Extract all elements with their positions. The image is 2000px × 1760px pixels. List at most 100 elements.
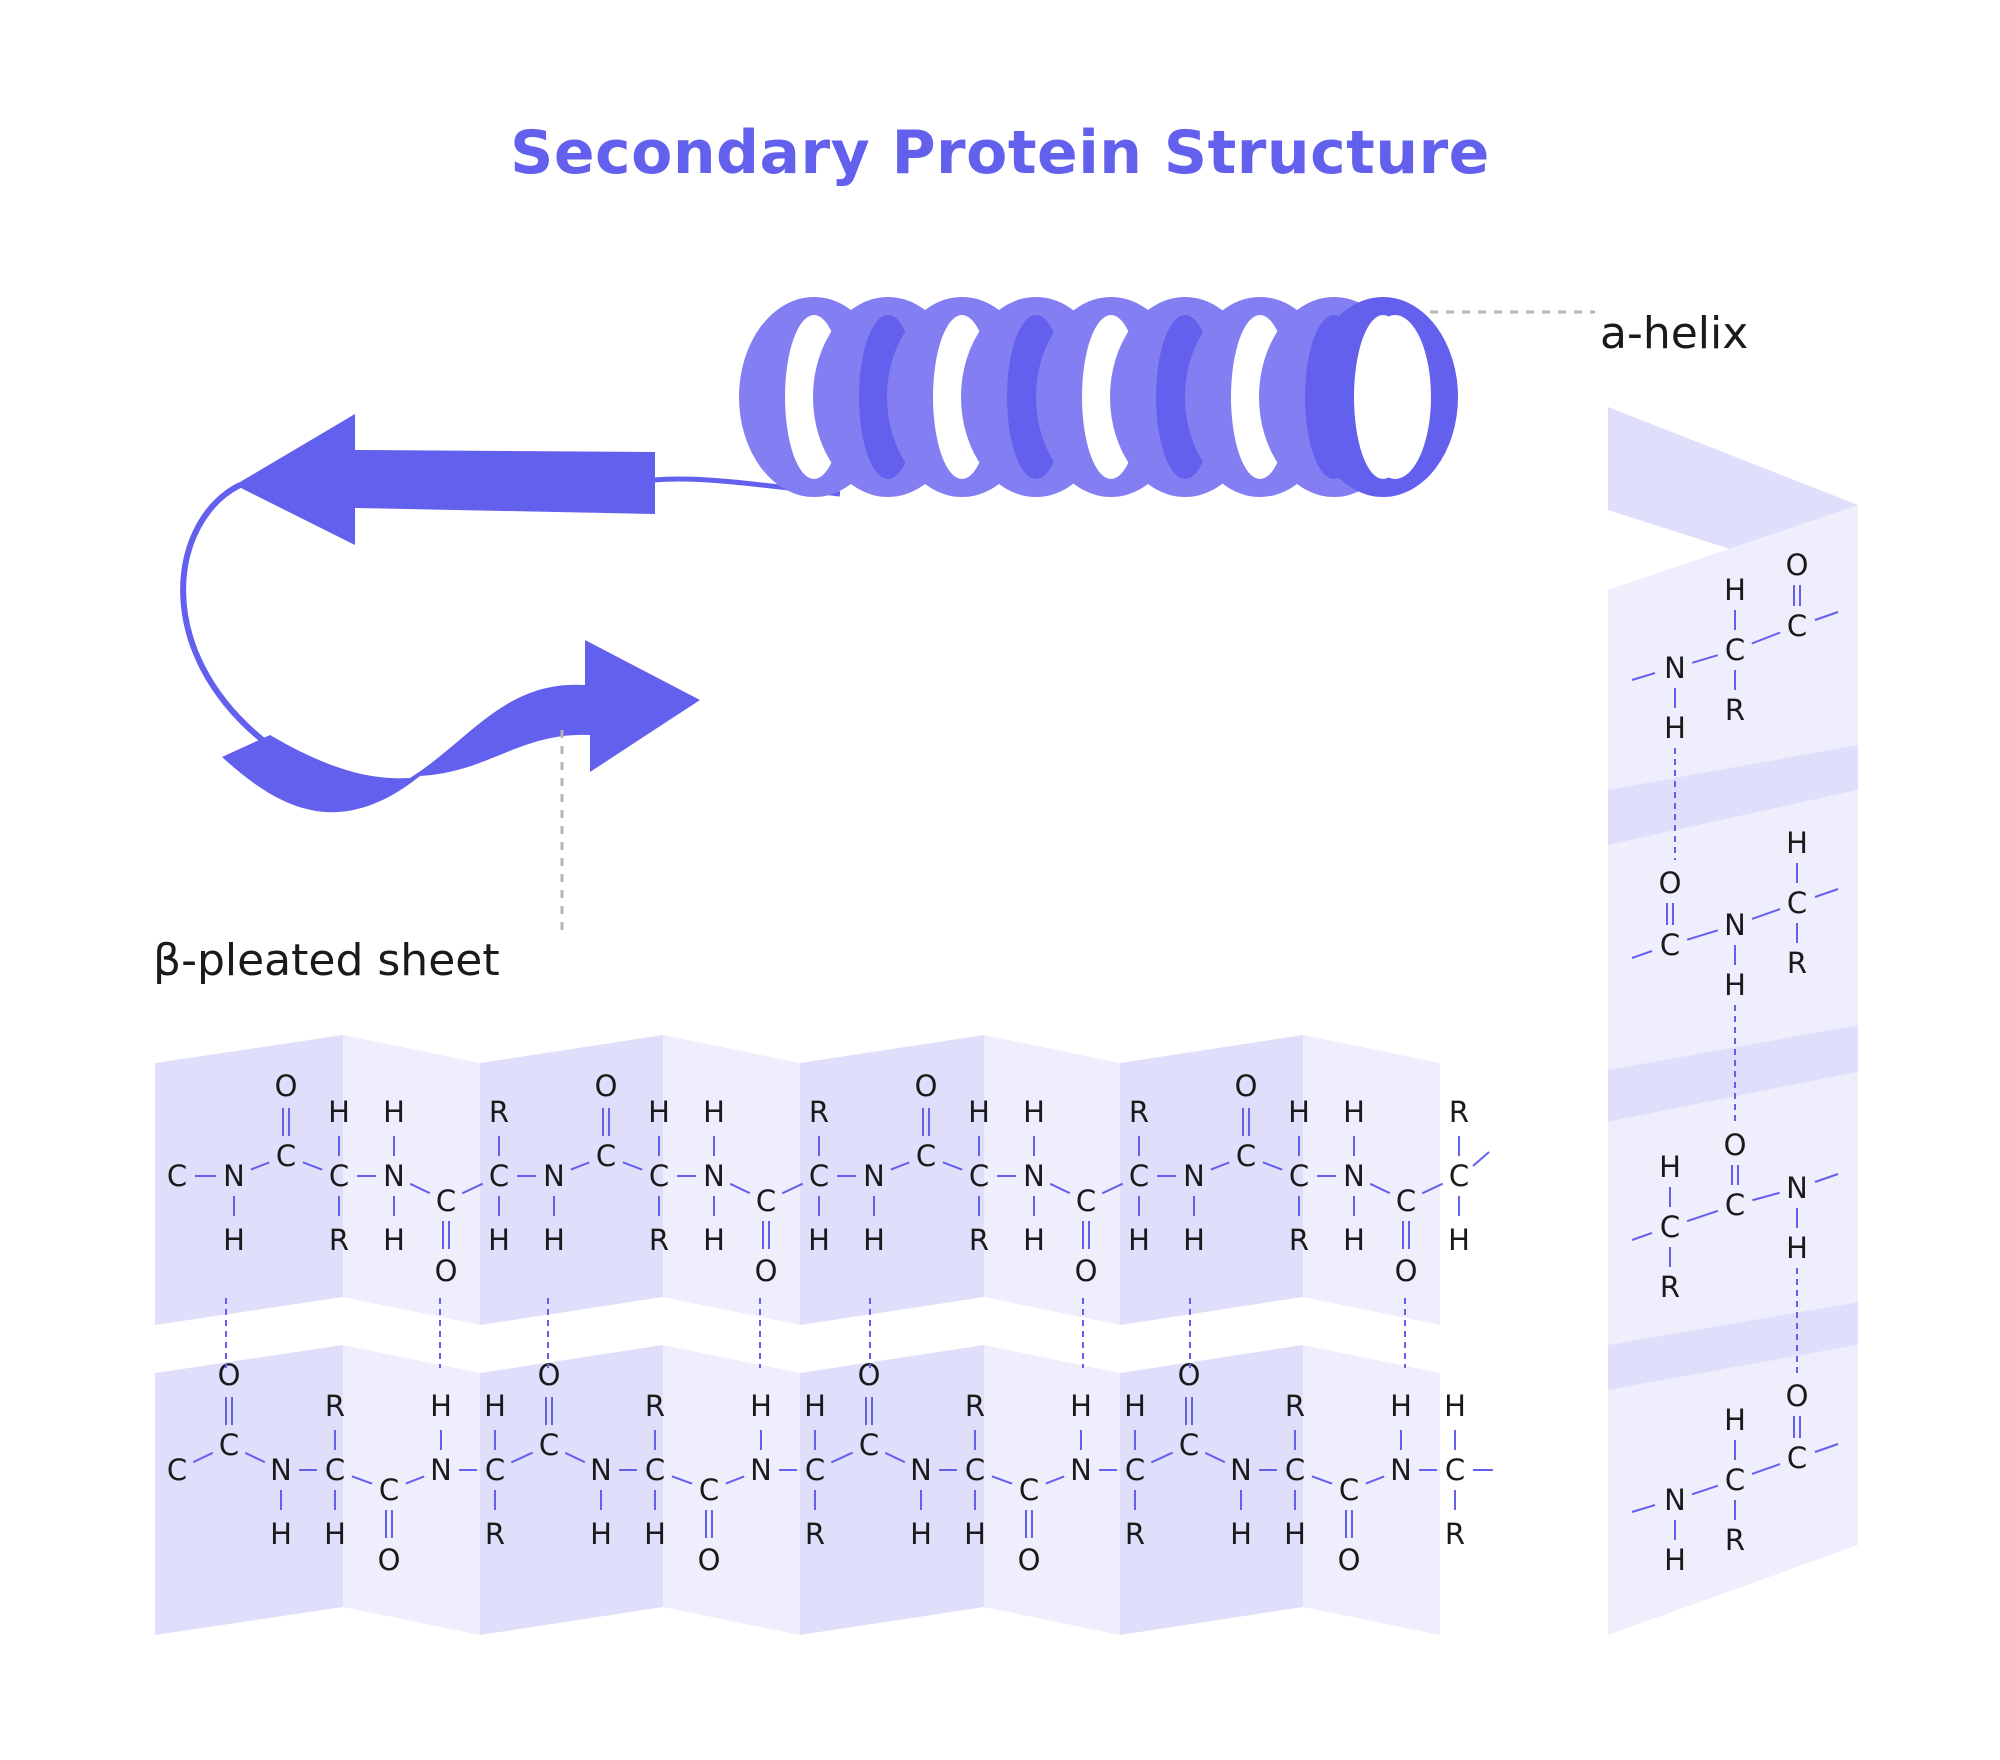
- bond: [250, 1161, 270, 1171]
- atom-o: O: [1786, 548, 1809, 582]
- atom-o: O: [1235, 1069, 1258, 1103]
- atom-c: C: [219, 1428, 239, 1462]
- atom-h: H: [383, 1223, 405, 1257]
- atom-h: H: [1448, 1223, 1470, 1257]
- atom-h: H: [328, 1095, 350, 1129]
- atom-c: C: [1396, 1184, 1416, 1218]
- atom-o: O: [538, 1358, 561, 1392]
- atom-o: O: [595, 1069, 618, 1103]
- atom-h: H: [543, 1223, 565, 1257]
- bond: [564, 1451, 586, 1464]
- atom-r: R: [1125, 1517, 1145, 1551]
- atom-c: C: [1019, 1473, 1039, 1507]
- atom-c: C: [965, 1453, 985, 1487]
- sheet-panel: [343, 1345, 480, 1635]
- bond: [1311, 1475, 1333, 1485]
- atom-c: C: [489, 1159, 509, 1193]
- beta-ribbon: [180, 414, 841, 930]
- strand-panel: [1608, 1072, 1858, 1345]
- sheet-panel: [155, 1345, 343, 1635]
- bond: [671, 1475, 693, 1485]
- atom-c: C: [1339, 1473, 1359, 1507]
- atom-h: H: [910, 1517, 932, 1551]
- atom-o: O: [698, 1543, 721, 1577]
- atom-c: C: [1289, 1159, 1309, 1193]
- atom-o: O: [1786, 1379, 1809, 1413]
- atom-h: H: [703, 1223, 725, 1257]
- atom-c: C: [1236, 1139, 1256, 1173]
- atom-n: N: [1070, 1453, 1092, 1487]
- bond: [1369, 1182, 1391, 1195]
- atom-c: C: [1125, 1453, 1145, 1487]
- bond: [1421, 1182, 1444, 1195]
- atom-o: O: [275, 1069, 298, 1103]
- sheet-panel: [984, 1035, 1120, 1325]
- atom-n: N: [270, 1453, 292, 1487]
- bond: [192, 1451, 214, 1464]
- strand-panel: [1608, 1302, 1858, 1390]
- bond: [1691, 1484, 1719, 1496]
- atom-o: O: [755, 1254, 778, 1288]
- atom-c: C: [167, 1159, 187, 1193]
- atom-n: N: [910, 1453, 932, 1487]
- atom-o: O: [1338, 1543, 1361, 1577]
- sheet-panel: [663, 1035, 800, 1325]
- atom-c: C: [1725, 1188, 1745, 1222]
- bond: [991, 1475, 1013, 1485]
- atom-h: H: [1664, 1543, 1686, 1577]
- atom-n: N: [430, 1453, 452, 1487]
- atom-c: C: [1787, 609, 1807, 643]
- bond: [1686, 1209, 1719, 1223]
- atom-n: N: [1390, 1453, 1412, 1487]
- atom-o: O: [1659, 866, 1682, 900]
- bond: [405, 1475, 425, 1485]
- bond: [1365, 1475, 1385, 1485]
- bond: [570, 1161, 590, 1171]
- bond: [1686, 929, 1719, 941]
- strand-panel: [1608, 745, 1858, 845]
- sheet-panel: [1120, 1035, 1303, 1325]
- atom-r: R: [1660, 1270, 1680, 1304]
- atom-n: N: [1183, 1159, 1205, 1193]
- bond: [1814, 1443, 1839, 1453]
- sheet-panel: [343, 1035, 480, 1325]
- atom-h: H: [590, 1517, 612, 1551]
- atom-h: H: [1724, 1403, 1746, 1437]
- atom-r: R: [645, 1389, 665, 1423]
- bond: [461, 1182, 484, 1195]
- beta-arrow-lower: [222, 640, 700, 813]
- atom-r: R: [1725, 693, 1745, 727]
- atom-o: O: [378, 1543, 401, 1577]
- atom-h: H: [1230, 1517, 1252, 1551]
- bond: [1631, 672, 1656, 681]
- sheet-panel: [480, 1345, 663, 1635]
- atom-h: H: [644, 1517, 666, 1551]
- atom-c: C: [809, 1159, 829, 1193]
- bond: [781, 1182, 804, 1195]
- bond: [244, 1451, 266, 1464]
- atom-c: C: [1787, 1441, 1807, 1475]
- strand-panel: [1608, 1025, 1858, 1122]
- bond: [1631, 950, 1653, 959]
- atom-c: C: [436, 1184, 456, 1218]
- atom-r: R: [809, 1095, 829, 1129]
- atom-o: O: [1178, 1358, 1201, 1392]
- atom-h: H: [1128, 1223, 1150, 1257]
- atom-r: R: [1289, 1223, 1309, 1257]
- bond: [1049, 1182, 1071, 1195]
- sheet-panel: [800, 1345, 984, 1635]
- atom-h: H: [484, 1389, 506, 1423]
- atom-n: N: [1023, 1159, 1045, 1193]
- atom-h: H: [1023, 1095, 1045, 1129]
- atom-n: N: [863, 1159, 885, 1193]
- atom-o: O: [1724, 1128, 1747, 1162]
- atom-c: C: [1725, 1463, 1745, 1497]
- atom-h: H: [703, 1095, 725, 1129]
- atom-h: H: [430, 1389, 452, 1423]
- atom-h: H: [324, 1517, 346, 1551]
- atom-c: C: [1725, 633, 1745, 667]
- atom-h: H: [383, 1095, 405, 1129]
- atom-o: O: [1075, 1254, 1098, 1288]
